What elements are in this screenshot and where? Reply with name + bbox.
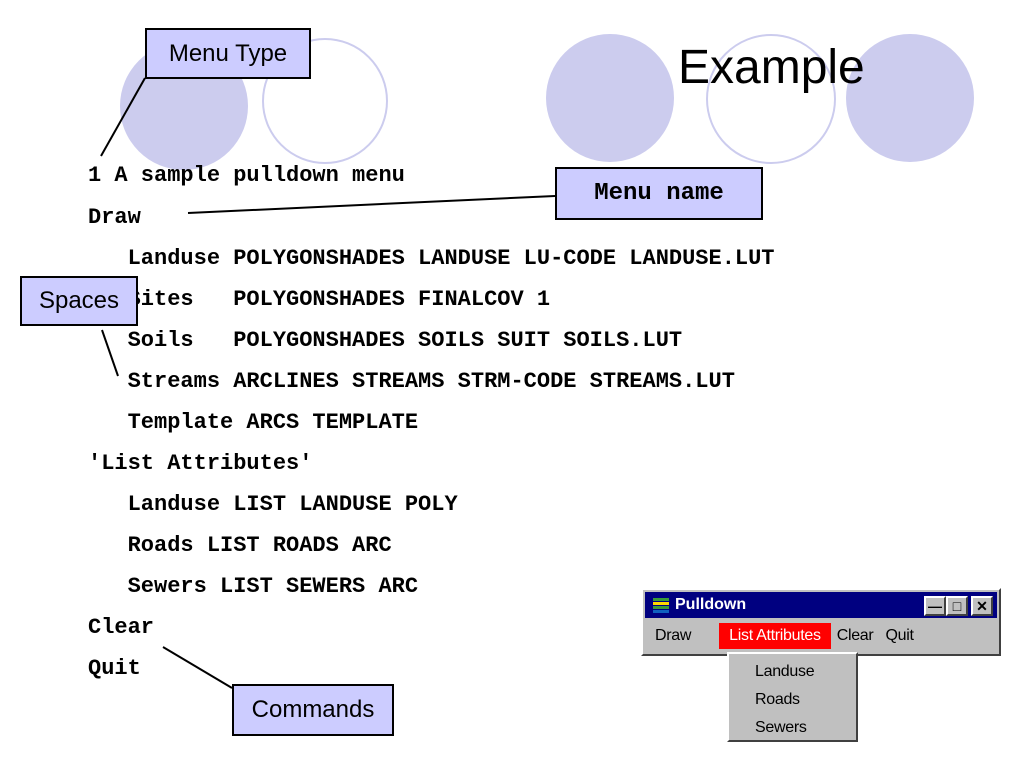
code-line-list-attributes: 'List Attributes' — [88, 451, 313, 476]
slide-title: Example — [678, 41, 865, 94]
callout-menu-type: Menu Type — [145, 28, 311, 79]
code-line-landuse: Landuse POLYGONSHADES LANDUSE LU-CODE LA… — [88, 246, 775, 271]
menu-clear[interactable]: Clear — [836, 627, 874, 644]
minimize-icon[interactable]: — — [924, 596, 946, 616]
code-line-list-landuse: Landuse LIST LANDUSE POLY — [88, 492, 458, 517]
menu-quit[interactable]: Quit — [885, 627, 914, 644]
code-line-menu-type: 1 A sample pulldown menu — [88, 163, 405, 188]
menu-name-connector — [187, 195, 556, 214]
decor-circle-2 — [262, 38, 388, 164]
code-line-quit: Quit — [88, 656, 141, 681]
dropdown-item-roads[interactable]: Roads — [755, 691, 800, 708]
menu-draw[interactable]: Draw — [655, 627, 692, 644]
menu-bar: Draw List Attributes Clear Quit — [645, 622, 997, 650]
code-line-sites: Sites POLYGONSHADES FINALCOV 1 — [88, 287, 551, 312]
code-line-sewers: Sewers LIST SEWERS ARC — [88, 574, 419, 599]
window-controls: — □ ✕ — [924, 596, 993, 616]
code-line-template: Template ARCS TEMPLATE — [88, 410, 419, 435]
code-line-soils: Soils POLYGONSHADES SOILS SUIT SOILS.LUT — [88, 328, 683, 353]
callout-spaces: Spaces — [20, 276, 138, 326]
dropdown-item-sewers[interactable]: Sewers — [755, 719, 807, 736]
code-line-streams: Streams ARCLINES STREAMS STRM-CODE STREA… — [88, 369, 735, 394]
pulldown-window: Pulldown — □ ✕ Draw List Attributes Clea… — [641, 588, 1001, 656]
code-listing: 1 A sample pulldown menu Draw Landuse PO… — [0, 0, 775, 681]
close-icon[interactable]: ✕ — [971, 596, 993, 616]
menu-list-attributes[interactable]: List Attributes — [719, 623, 831, 649]
callout-menu-name: Menu name — [555, 167, 763, 220]
decor-circle-4 — [706, 34, 836, 164]
window-title-bar[interactable]: Pulldown — □ ✕ — [645, 592, 997, 618]
commands-connector — [162, 646, 233, 689]
decor-circle-5 — [846, 34, 974, 162]
maximize-icon[interactable]: □ — [946, 596, 968, 616]
code-line-clear: Clear — [88, 615, 155, 640]
code-line-draw: Draw — [88, 205, 141, 230]
list-attributes-dropdown: Landuse Roads Sewers — [727, 652, 858, 742]
code-line-roads: Roads LIST ROADS ARC — [88, 533, 392, 558]
decor-circle-3 — [546, 34, 674, 162]
dropdown-item-landuse[interactable]: Landuse — [755, 663, 815, 680]
app-icon — [653, 598, 669, 613]
callout-commands: Commands — [232, 684, 394, 736]
window-title: Pulldown — [675, 596, 747, 613]
